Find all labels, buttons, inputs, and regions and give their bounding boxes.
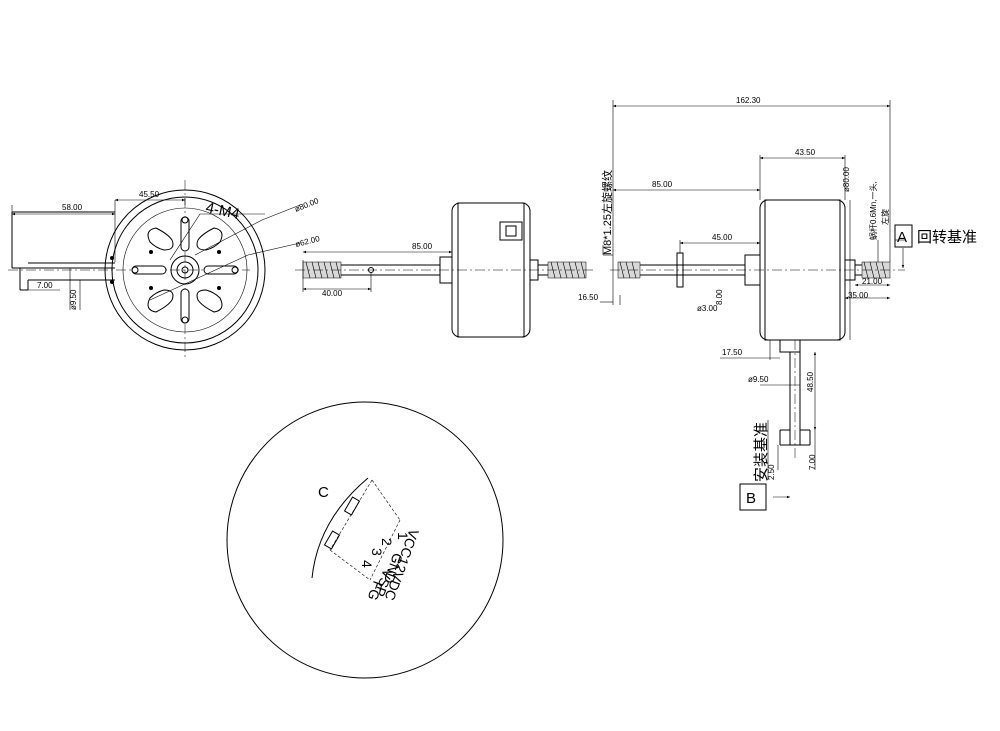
datum-b-text: 安装基准 xyxy=(753,422,770,482)
dim-80-right: ø80.00 xyxy=(842,167,851,192)
pin-4-name: FG xyxy=(365,579,387,603)
detail-c: C 1 VCC12VDC 2 GND 3 VSP 4 FG xyxy=(226,401,504,679)
detail-letter: C xyxy=(318,484,329,501)
dim-9-50-b: ø9.50 xyxy=(748,375,769,384)
dim-45: 45.00 xyxy=(712,233,733,242)
dim-7-b: 7.00 xyxy=(808,454,817,470)
mount-holes-label: 4-M4 xyxy=(204,199,241,223)
dim-85-right: 85.00 xyxy=(652,180,673,189)
side-view: 40.00 85.00 xyxy=(295,202,595,338)
dim-80: ø80.00 xyxy=(293,196,320,214)
dim-45-50: 45.50 xyxy=(139,190,160,199)
datum-a-letter: A xyxy=(897,229,907,246)
dim-35: 35.00 xyxy=(848,291,869,300)
front-view: 58.00 45.50 7.00 ø9.50 4-M4 ø80.00 ø62.0… xyxy=(8,180,321,360)
dim-7: 7.00 xyxy=(37,281,53,290)
pin-3-num: 3 xyxy=(369,548,385,556)
pin-2-num: 2 xyxy=(379,538,395,546)
dim-48-50: 48.50 xyxy=(806,371,815,392)
dim-9-50: ø9.50 xyxy=(69,289,78,310)
pin-4-num: 4 xyxy=(359,560,375,568)
dim-62: ø62.00 xyxy=(294,234,321,249)
dim-43-50: 43.50 xyxy=(795,148,816,157)
dim-16-50: 16.50 xyxy=(578,293,599,302)
thread-spec-label: M8*1.25左旋螺纹 xyxy=(600,170,614,255)
worm-spec-label-2: 左旋 xyxy=(880,209,890,225)
dim-162-30: 162.30 xyxy=(736,96,761,105)
dim-2-50: 2.50 xyxy=(767,464,776,480)
dim-3: ø3.00 xyxy=(697,304,718,313)
dim-40: 40.00 xyxy=(322,289,343,298)
pin-1-num: 1 xyxy=(395,532,411,540)
dim-85-mid: 85.00 xyxy=(412,242,433,251)
dim-8: 8.00 xyxy=(715,289,724,305)
dim-58: 58.00 xyxy=(62,203,83,212)
worm-spec-label-1: 蜗杆0.6Mn,一头, xyxy=(868,181,878,240)
datum-a-text: 回转基准 xyxy=(917,229,977,246)
right-view: 162.30 43.50 85.00 ø80.00 45.00 8.00 ø3.… xyxy=(578,96,977,511)
dim-17-50: 17.50 xyxy=(722,348,743,357)
datum-b-letter: B xyxy=(746,490,756,507)
dim-21: 21.00 xyxy=(862,277,883,286)
